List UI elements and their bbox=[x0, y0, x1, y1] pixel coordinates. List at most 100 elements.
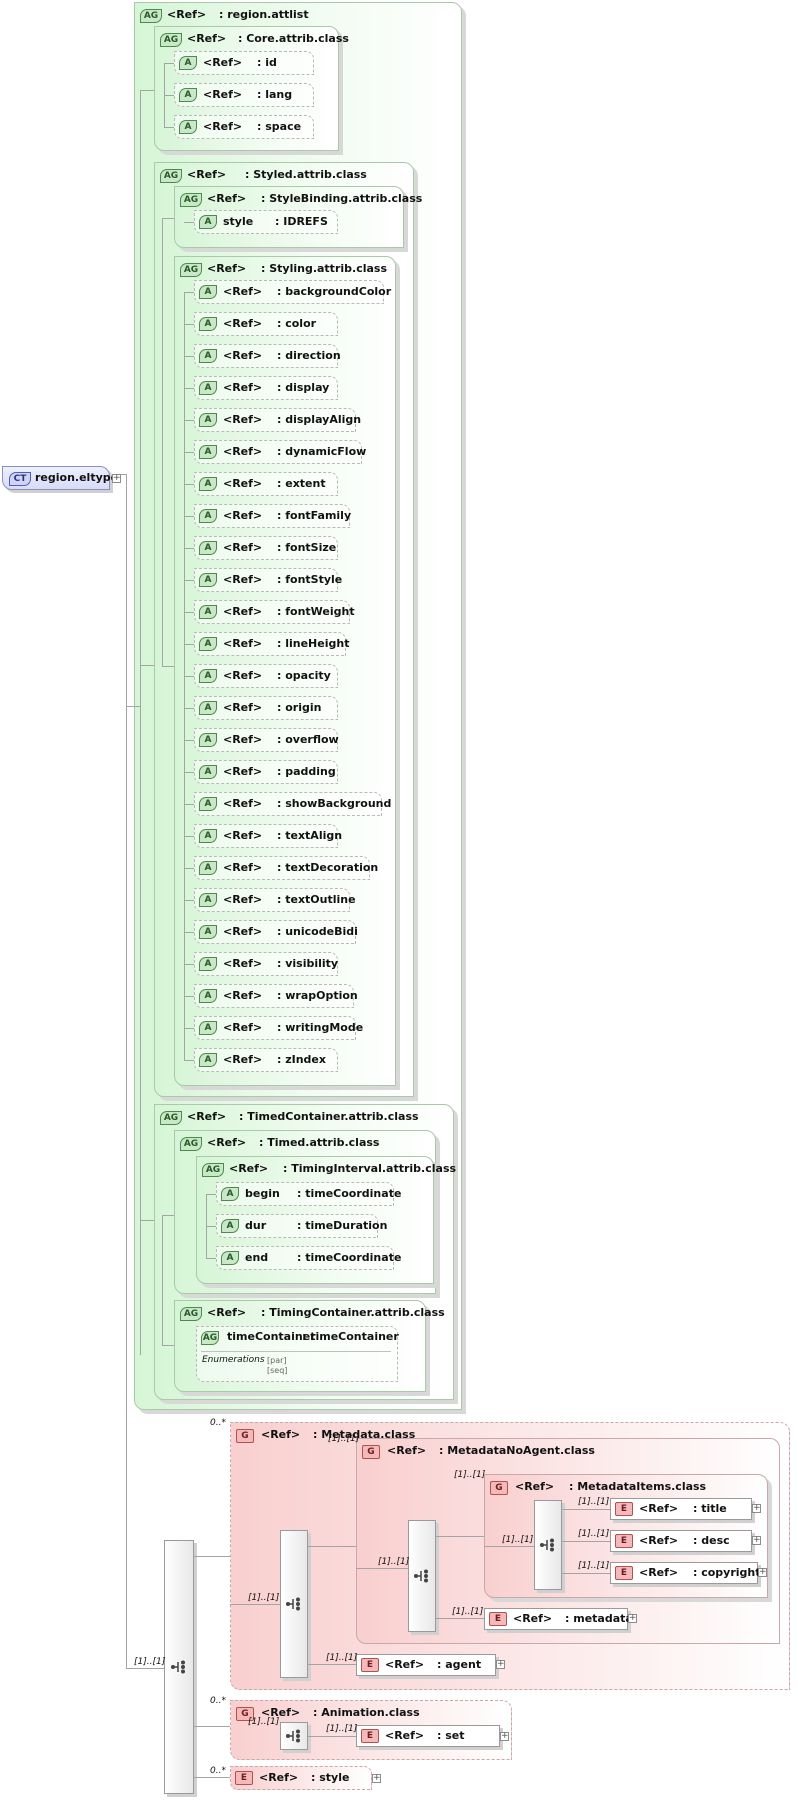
styling-attribute[interactable]: A<Ref>: textOutline bbox=[194, 888, 356, 912]
attribute-type: : timeContainer bbox=[302, 1330, 399, 1343]
connector-line bbox=[126, 706, 134, 707]
cardinality: [1]..[1] bbox=[454, 1470, 486, 1480]
attribute-ref: <Ref> bbox=[223, 477, 263, 490]
attribute-badge: A bbox=[199, 509, 217, 523]
styling-attribute[interactable]: A<Ref>: fontSize bbox=[194, 536, 338, 560]
attribute-type: : timeCoordinate bbox=[297, 1187, 402, 1200]
styling-attribute[interactable]: A<Ref>: direction bbox=[194, 344, 341, 368]
styling-attribute[interactable]: A<Ref>: padding bbox=[194, 760, 338, 784]
sequence-icon bbox=[413, 1569, 431, 1583]
expand-icon[interactable]: + bbox=[112, 473, 121, 483]
ref-label: <Ref> bbox=[515, 1480, 555, 1493]
sequence-glyph-dot bbox=[550, 1547, 554, 1552]
core-attribute[interactable]: A<Ref>: space bbox=[174, 115, 314, 139]
connector-line bbox=[184, 452, 194, 453]
sequence-glyph bbox=[414, 1569, 428, 1583]
sequence-icon bbox=[285, 1597, 303, 1611]
metadata-item-element[interactable]: E<Ref>: title bbox=[610, 1498, 752, 1520]
agent-element[interactable]: E <Ref> : agent bbox=[356, 1654, 496, 1676]
attribute-badge: AG bbox=[201, 1331, 219, 1345]
sequence-glyph bbox=[171, 1660, 185, 1674]
attribute-badge: A bbox=[199, 733, 217, 747]
cardinality: 0..* bbox=[210, 1418, 226, 1428]
cardinality: [1]..[1] bbox=[578, 1497, 610, 1507]
sequence-compositor[interactable] bbox=[164, 1540, 194, 1794]
styling-attribute[interactable]: A<Ref>: displayAlign bbox=[194, 408, 361, 432]
attribute-badge: A bbox=[199, 381, 217, 395]
styling-attribute[interactable]: A<Ref>: fontFamily bbox=[194, 504, 351, 528]
connector-line bbox=[184, 356, 194, 357]
metadata-item-element[interactable]: E<Ref>: copyright bbox=[610, 1562, 761, 1584]
core-attribute[interactable]: A<Ref>: lang bbox=[174, 83, 314, 107]
sequence-compositor[interactable] bbox=[534, 1500, 562, 1590]
styling-attribute[interactable]: A<Ref>: writingMode bbox=[194, 1016, 363, 1040]
sequence-glyph-dot bbox=[181, 1665, 185, 1669]
styling-attribute[interactable]: A<Ref>: wrapOption bbox=[194, 984, 358, 1008]
sequence-glyph-dot bbox=[540, 1543, 544, 1547]
styling-attribute[interactable]: A<Ref>: display bbox=[194, 376, 338, 400]
sequence-compositor[interactable] bbox=[280, 1722, 308, 1750]
attribute-type: : timeDuration bbox=[297, 1219, 388, 1232]
attribute-group-badge: AG bbox=[180, 193, 202, 207]
styling-attribute[interactable]: A<Ref>: zIndex bbox=[194, 1048, 338, 1072]
complex-type-badge: CT bbox=[9, 472, 31, 486]
styling-attribute[interactable]: A<Ref>: extent bbox=[194, 472, 338, 496]
ref-label: <Ref> bbox=[513, 1612, 553, 1625]
sequence-glyph-dot bbox=[181, 1669, 185, 1674]
styling-attribute[interactable]: A<Ref>: unicodeBidi bbox=[194, 920, 358, 944]
region-eltype-node[interactable]: CT region.eltype bbox=[2, 466, 118, 490]
sequence-glyph-dot bbox=[286, 1734, 290, 1738]
connector-line bbox=[134, 706, 140, 707]
sequence-glyph-dot bbox=[296, 1597, 300, 1602]
sequence-compositor[interactable] bbox=[408, 1520, 436, 1632]
styling-attribute[interactable]: A<Ref>: textDecoration bbox=[194, 856, 378, 880]
expand-icon[interactable]: + bbox=[372, 1773, 381, 1783]
attribute-badge: A bbox=[199, 413, 217, 427]
expand-icon[interactable]: + bbox=[500, 1731, 509, 1741]
styling-attribute[interactable]: A<Ref>: color bbox=[194, 312, 338, 336]
expand-icon[interactable]: + bbox=[752, 1503, 761, 1513]
attribute-ref: <Ref> bbox=[223, 925, 263, 938]
group-type-label: : TimingInterval.attrib.class bbox=[283, 1162, 457, 1175]
styling-attribute[interactable]: A<Ref>: fontWeight bbox=[194, 600, 355, 624]
styling-attribute[interactable]: A<Ref>: showBackground bbox=[194, 792, 391, 816]
group-type-label: : TimedContainer.attrib.class bbox=[239, 1110, 419, 1123]
attribute-ref: <Ref> bbox=[223, 765, 263, 778]
attribute-badge: A bbox=[199, 445, 217, 459]
styling-attribute[interactable]: A<Ref>: origin bbox=[194, 696, 338, 720]
core-attribute[interactable]: A<Ref>: id bbox=[174, 51, 314, 75]
attribute-badge: A bbox=[199, 477, 217, 491]
expand-icon[interactable]: + bbox=[758, 1567, 767, 1577]
styling-attribute[interactable]: A<Ref>: fontStyle bbox=[194, 568, 342, 592]
cardinality: [1]..[1] bbox=[578, 1529, 610, 1539]
set-element[interactable]: E <Ref> : set bbox=[356, 1725, 500, 1747]
expand-icon[interactable]: + bbox=[496, 1659, 505, 1669]
expand-icon[interactable]: + bbox=[752, 1535, 761, 1545]
attribute-badge: A bbox=[179, 88, 197, 102]
styling-attribute[interactable]: A<Ref>: lineHeight bbox=[194, 632, 349, 656]
styling-attribute[interactable]: A<Ref>: dynamicFlow bbox=[194, 440, 366, 464]
styling-attribute[interactable]: A<Ref>: visibility bbox=[194, 952, 338, 976]
metadata-element[interactable]: E <Ref> : metadata bbox=[484, 1608, 633, 1630]
connector-line bbox=[184, 548, 194, 549]
sequence-compositor[interactable] bbox=[280, 1530, 308, 1678]
attribute-badge: A bbox=[221, 1219, 239, 1233]
attribute-badge: A bbox=[199, 317, 217, 331]
styling-attribute[interactable]: A<Ref>: textAlign bbox=[194, 824, 342, 848]
style-element[interactable]: E <Ref> : style bbox=[230, 1766, 372, 1790]
styling-attribute[interactable]: A<Ref>: backgroundColor bbox=[194, 280, 391, 304]
sequence-glyph-dot bbox=[296, 1738, 300, 1743]
styling-attribute[interactable]: A<Ref>: overflow bbox=[194, 728, 339, 752]
metadata-item-element[interactable]: E<Ref>: desc bbox=[610, 1530, 752, 1552]
attribute-ref: <Ref> bbox=[203, 120, 243, 133]
timecontainer-attribute[interactable]: AG timeContainer : timeContainer Enumera… bbox=[196, 1326, 399, 1382]
expand-icon[interactable]: + bbox=[628, 1613, 637, 1623]
attribute-badge: A bbox=[199, 573, 217, 587]
styling-attribute[interactable]: A<Ref>: opacity bbox=[194, 664, 338, 688]
sequence-glyph bbox=[540, 1538, 554, 1552]
attribute-badge: A bbox=[199, 349, 217, 363]
